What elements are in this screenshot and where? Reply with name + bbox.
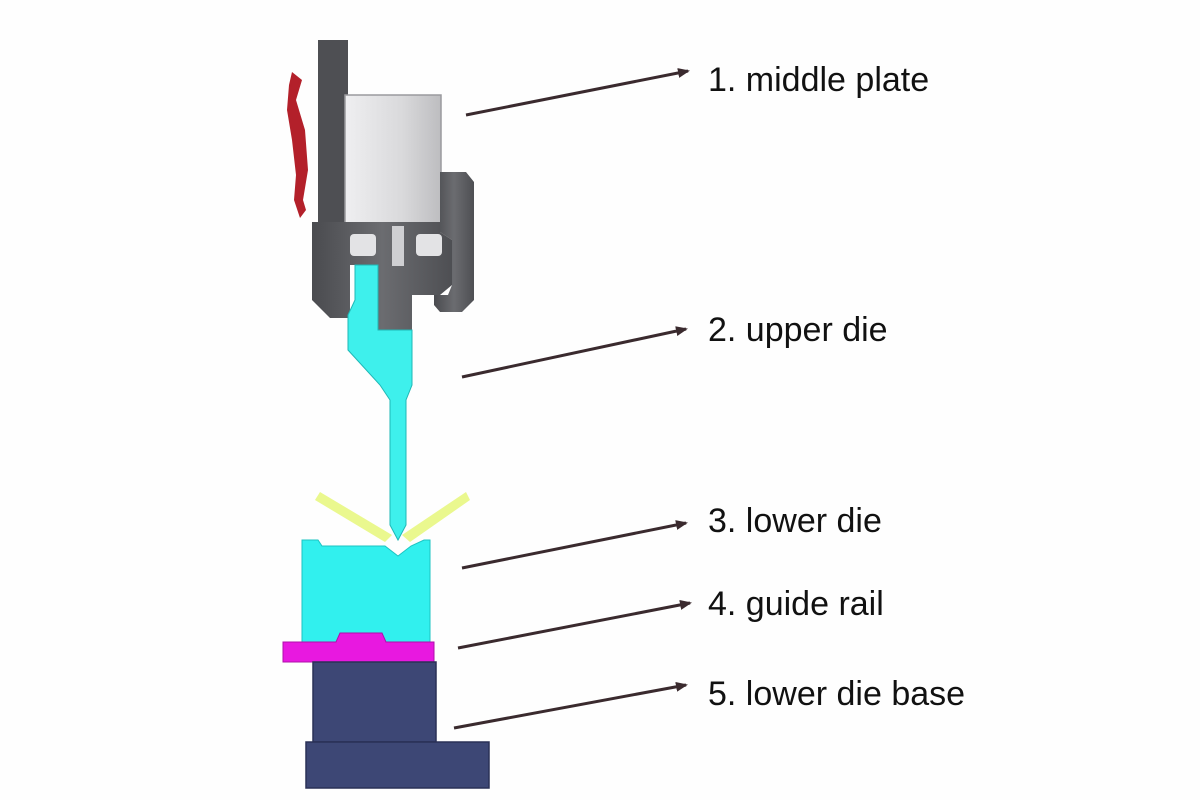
lower-die-base-upper xyxy=(312,661,437,743)
clamp-slot-right xyxy=(416,234,442,256)
arrow-lower-die-base xyxy=(453,681,688,730)
arrow-guide-rail xyxy=(457,599,692,650)
upper-die xyxy=(347,264,413,542)
label-middle-plate: 1. middle plate xyxy=(708,61,930,99)
lever-handle xyxy=(287,72,308,218)
middle-plate xyxy=(344,94,442,231)
lower-die xyxy=(301,539,431,643)
arrow-lower-die xyxy=(461,520,688,570)
label-lower-die-base: 5. lower die base xyxy=(708,675,966,713)
upper-beam-rail xyxy=(318,40,348,222)
arrow-upper-die xyxy=(461,326,688,379)
clamp-center-slot xyxy=(392,226,404,266)
right-clamp xyxy=(434,172,474,312)
lower-die-base-foot xyxy=(305,741,490,789)
arrow-middle-plate xyxy=(465,68,690,117)
label-upper-die: 2. upper die xyxy=(708,311,888,349)
light-ray-right xyxy=(402,492,470,542)
label-lower-die: 3. lower die xyxy=(708,502,882,540)
clamp-slot-left xyxy=(350,234,376,256)
light-ray-left xyxy=(315,492,392,542)
label-guide-rail: 4. guide rail xyxy=(708,585,884,623)
